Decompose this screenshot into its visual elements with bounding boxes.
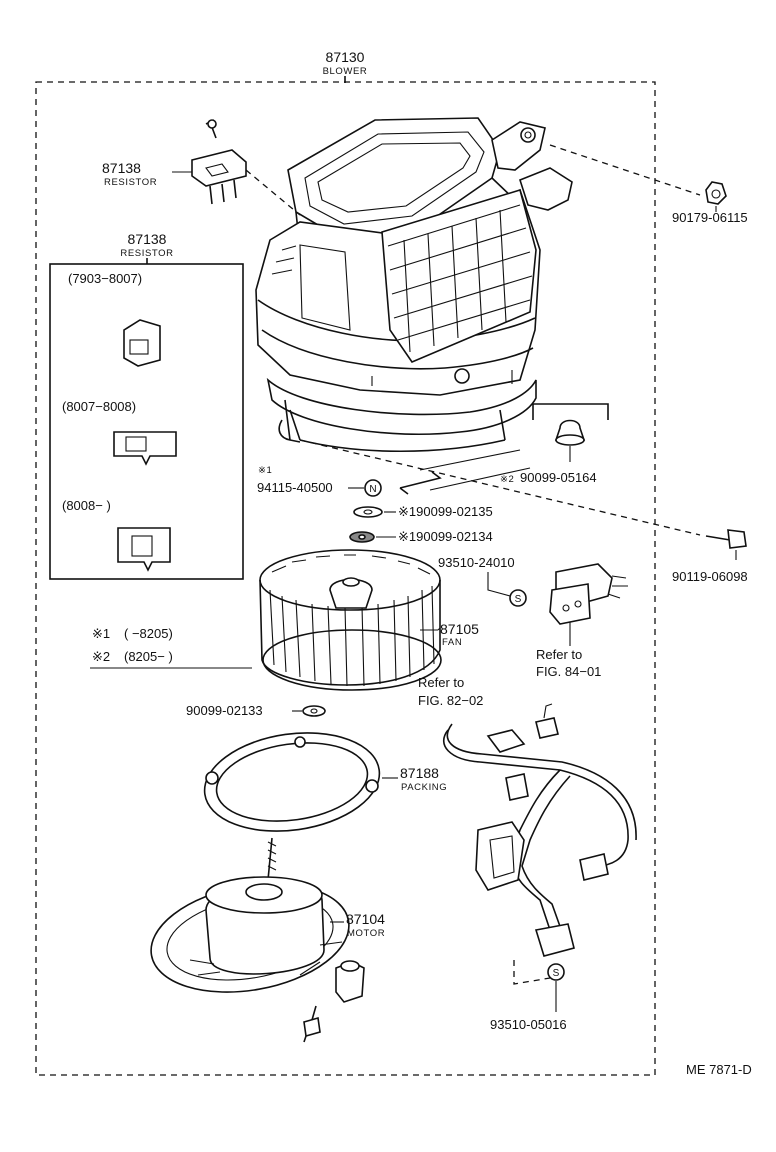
assembly-frame: 87130 BLOWER [35,49,656,1076]
nut-top-right: 90179-06115 [549,144,748,225]
nut-n-symbol: N [369,484,376,495]
washer-2-number: ※190099-02134 [398,529,493,544]
motor-number: 87104 [346,911,385,927]
note-2-range: (8205− ) [124,649,173,664]
nut-top-right-number: 90179-06115 [672,210,748,225]
nut-n: ※1 94115-40500 N [257,465,382,497]
harness-screw-number: 93510-05016 [490,1017,567,1032]
note-1-mark: ※1 [92,626,110,641]
resistor-top-name: RESISTOR [104,177,157,188]
note-2-mark: ※2 [92,649,110,664]
resistor-variants-box: 87138 RESISTOR (7903−8007) (8007−8008) (… [49,231,244,580]
assembly-number: 87130 [326,49,365,65]
assembly-name: BLOWER [323,66,368,77]
nut-n-number: 94115-40500 [257,480,333,495]
washer-3-number: 90099-02133 [186,703,263,718]
note-star1-mark: ※1 [258,465,272,476]
wire-harness: Refer to FIG. 82−02 S 93510-05016 [418,675,637,1032]
washer-1-number: ※190099-02135 [398,504,493,519]
resistor-variant-3: (8008− ) [62,498,111,513]
resistor-variant-2: (8007−8008) [62,399,136,414]
blower-housing-drawing [255,117,573,452]
fan-drawing: 87105 FAN [259,549,479,691]
washer-2: ※190099-02134 [349,529,493,544]
blower-switch: 93510-24010 S Refer to FIG. 84−01 [438,555,628,679]
bolt-right: 90119-06098 [299,439,748,584]
resistor-top-drawing: 87138 RESISTOR [102,119,301,216]
fan-name: FAN [442,637,462,648]
resistor-box-name: RESISTOR [120,248,173,259]
motor-drawing: 87104 MOTOR [150,837,385,1043]
diagram-code: ME 7871-D [686,1062,752,1077]
washer-3: 90099-02133 [186,703,326,718]
notes: ※1 ( −8205) ※2 (8205− ) [90,626,252,669]
packing-drawing: 87188 PACKING [203,732,447,832]
packing-name: PACKING [401,782,447,793]
resistor-variant-1: (7903−8007) [68,271,142,286]
harness-screw-symbol: S [553,968,560,979]
harness-ref-line1: Refer to [418,675,464,690]
switch-ref-line2: FIG. 84−01 [536,664,601,679]
washer-1: ※190099-02135 [353,504,493,519]
grommet-group: ※2 90099-05164 [399,403,609,495]
motor-name: MOTOR [347,928,385,939]
resistor-top-number: 87138 [102,160,141,176]
fan-number: 87105 [440,621,479,637]
grille-cells [387,204,533,353]
note-1-range: ( −8205) [124,626,173,641]
packing-number: 87188 [400,765,439,781]
switch-screw-number: 93510-24010 [438,555,515,570]
grommet-number: 90099-05164 [520,470,597,485]
harness-ref-line2: FIG. 82−02 [418,693,483,708]
switch-ref-line1: Refer to [536,647,582,662]
bolt-right-number: 90119-06098 [672,569,748,584]
note-star2-mark: ※2 [500,474,514,485]
switch-screw-symbol: S [515,594,522,605]
resistor-box-number: 87138 [128,231,167,247]
